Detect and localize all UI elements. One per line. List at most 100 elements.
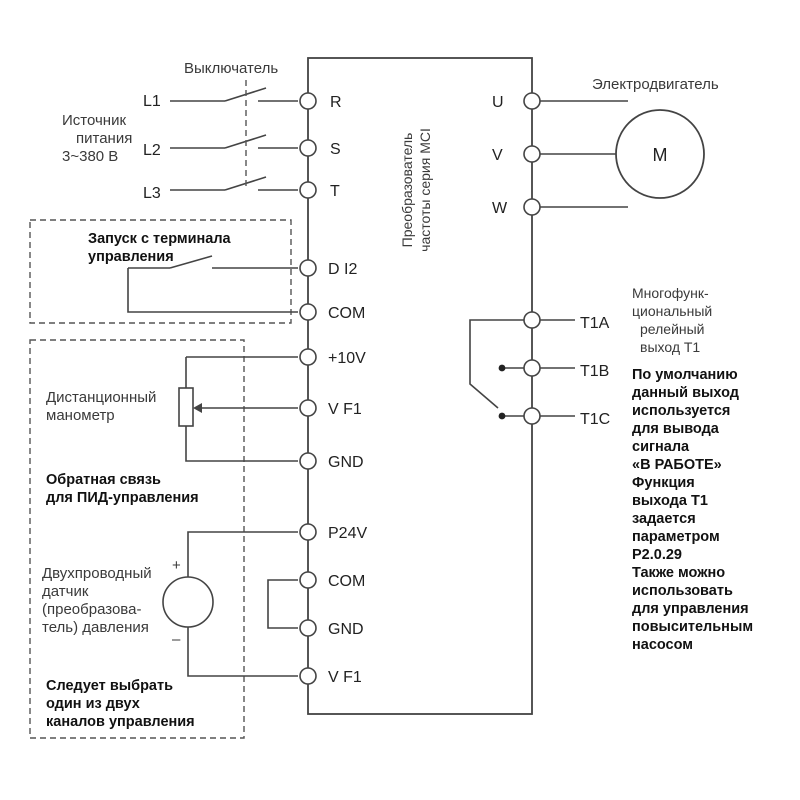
sensor-line-3: (преобразова- — [42, 601, 141, 618]
relay-dot-b — [498, 364, 506, 372]
terminal-start-line-1: Запуск с терминала — [88, 231, 232, 247]
relay-note-line-5: сигнала — [632, 439, 690, 455]
relay-desc-line-1: Многофунк- — [632, 285, 709, 301]
pot-wiper-arrow — [193, 403, 202, 413]
relay-note-line-14: для управления — [632, 601, 749, 617]
terminal-t — [299, 181, 317, 199]
relay-dot-c — [498, 412, 506, 420]
terminal-vf1-1 — [299, 399, 317, 417]
sensor-wiring — [162, 531, 298, 677]
pot-resistor — [178, 387, 194, 427]
relay-note-line-1: По умолчанию — [632, 367, 738, 383]
terminal-label-com-1: COM — [328, 305, 365, 322]
relay-note-line-13: использовать — [632, 583, 733, 599]
relay-wiring — [469, 319, 575, 420]
terminal-v — [523, 145, 541, 163]
terminal-gnd-2 — [299, 619, 317, 637]
terminal-label-com-2: COM — [328, 573, 365, 590]
converter-title-line-1: Преобразователь — [399, 133, 415, 248]
relay-note-line-10: параметром — [632, 529, 720, 545]
left-terminal-circles — [299, 92, 317, 685]
terminal-label-r: R — [330, 94, 342, 111]
terminal-label-vf1-2: V F1 — [328, 669, 362, 686]
terminal-label-v: V — [492, 147, 503, 164]
start-contact-blade — [169, 255, 213, 269]
terminal-label-s: S — [330, 141, 341, 158]
manometer-line-2: манометр — [46, 407, 115, 424]
converter-box — [307, 57, 533, 715]
sensor-minus-sign: – — [172, 631, 181, 648]
choose-channel-line-2: один из двух — [46, 696, 140, 712]
phase-l1: L1 — [143, 93, 161, 110]
phase-l2: L2 — [143, 142, 161, 159]
relay-note-line-6: «В РАБОТЕ» — [632, 457, 722, 473]
converter-title-line-2: частоты серия MCI — [417, 128, 433, 252]
terminal-p24v — [299, 523, 317, 541]
motor — [540, 100, 705, 208]
power-source-line-3: 3~380 В — [62, 148, 118, 165]
com-gnd-jumper — [267, 579, 298, 629]
terminal-vf1-2 — [299, 667, 317, 685]
sensor-circle — [162, 576, 214, 628]
power-source-line-2: питания — [76, 130, 132, 147]
choose-channel-line-1: Следует выбрать — [46, 678, 173, 694]
terminal-label-t: T — [330, 183, 340, 200]
terminal-com-2 — [299, 571, 317, 589]
sensor-plus-wire — [187, 531, 298, 577]
terminal-w — [523, 198, 541, 216]
relay-note-line-4: для вывода — [632, 421, 720, 437]
relay-desc-line-4: выход T1 — [640, 339, 700, 355]
sensor-line-1: Двухпроводный — [42, 565, 152, 582]
terminal-s — [299, 139, 317, 157]
terminal-label-gnd-2: GND — [328, 621, 364, 638]
relay-desc-line-3: релейный — [640, 321, 705, 337]
pid-feedback-line-1: Обратная связь — [46, 472, 161, 488]
terminal-t1b — [523, 359, 541, 377]
terminal-gnd-1 — [299, 452, 317, 470]
choose-channel-line-3: каналов управления — [46, 714, 195, 730]
switch-label: Выключатель — [184, 60, 278, 77]
sensor-plus-sign: + — [172, 557, 181, 574]
right-motor-terminals — [523, 92, 541, 216]
terminal-start-line-2: управления — [88, 249, 174, 265]
relay-note-line-7: Функция — [632, 475, 695, 491]
terminal-t1a — [523, 311, 541, 329]
power-source-line-1: Источник — [62, 112, 126, 129]
terminal-label-t1a: T1A — [580, 315, 610, 332]
relay-common-blade — [469, 319, 524, 409]
sensor-line-4: тель) давления — [42, 619, 149, 636]
terminal-com-1 — [299, 303, 317, 321]
terminal-label-10v: +10V — [328, 350, 366, 367]
relay-note-line-9: задается — [632, 511, 696, 527]
terminal-label-gnd-1: GND — [328, 454, 364, 471]
start-com-wire — [127, 268, 298, 313]
sensor-line-2: датчик — [42, 583, 89, 600]
pid-feedback-line-2: для ПИД-управления — [46, 490, 199, 506]
relay-desc-line-2: циональный — [632, 303, 712, 319]
relay-note-line-11: P2.0.29 — [632, 547, 682, 563]
terminal-label-p24v: P24V — [328, 525, 367, 542]
terminal-u — [523, 92, 541, 110]
terminal-start-box — [29, 219, 292, 324]
motor-label: Электродвигатель — [592, 76, 719, 93]
motor-circle — [615, 109, 705, 199]
terminal-label-vf1-1: V F1 — [328, 401, 362, 418]
terminal-label-t1c: T1C — [580, 411, 610, 428]
manometer-line-1: Дистанционный — [46, 389, 156, 406]
relay-note-line-16: насосом — [632, 637, 693, 653]
terminal-r — [299, 92, 317, 110]
relay-note-line-12: Также можно — [632, 565, 725, 581]
terminal-label-w: W — [492, 200, 508, 217]
terminal-label-di2: D I2 — [328, 261, 357, 278]
relay-note-line-8: выхода T1 — [632, 493, 708, 509]
phase-wiring — [170, 80, 298, 191]
pot-bottom-wire — [185, 426, 298, 462]
relay-note-line-2: данный выход — [632, 385, 739, 401]
motor-symbol: M — [653, 145, 668, 165]
relay-note: По умолчанию данный выход используется д… — [632, 367, 753, 653]
terminal-label-t1b: T1B — [580, 363, 609, 380]
converter-title: Преобразователь частоты серия MCI — [399, 128, 433, 252]
potentiometer — [178, 356, 298, 462]
